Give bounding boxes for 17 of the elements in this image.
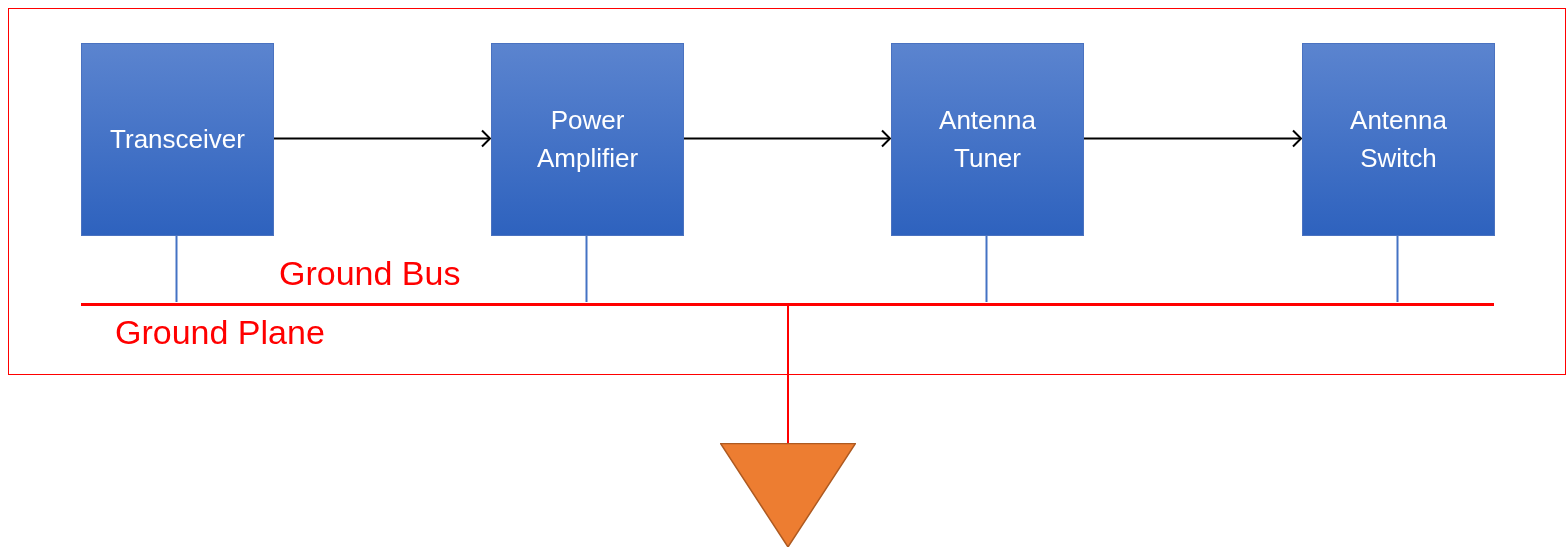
ground-plane-outline — [8, 8, 1566, 375]
ground-wire — [585, 234, 588, 303]
arrow — [1082, 129, 1302, 148]
block-box: Antenna Tuner — [891, 43, 1084, 236]
bus-label: Ground Bus — [279, 254, 461, 293]
ground-bus-line — [81, 303, 1494, 306]
arrow — [272, 129, 491, 148]
block-box: Power Amplifier — [491, 43, 684, 236]
ground-wire — [787, 304, 789, 444]
arrow — [682, 129, 891, 148]
block-box: Antenna Switch — [1302, 43, 1495, 236]
plane-label: Ground Plane — [115, 313, 325, 352]
block-box: Transceiver — [81, 43, 274, 236]
ground-wire — [985, 234, 988, 303]
ground-wire — [175, 234, 178, 303]
ground-wire — [1396, 234, 1399, 303]
ground-symbol — [720, 443, 856, 547]
